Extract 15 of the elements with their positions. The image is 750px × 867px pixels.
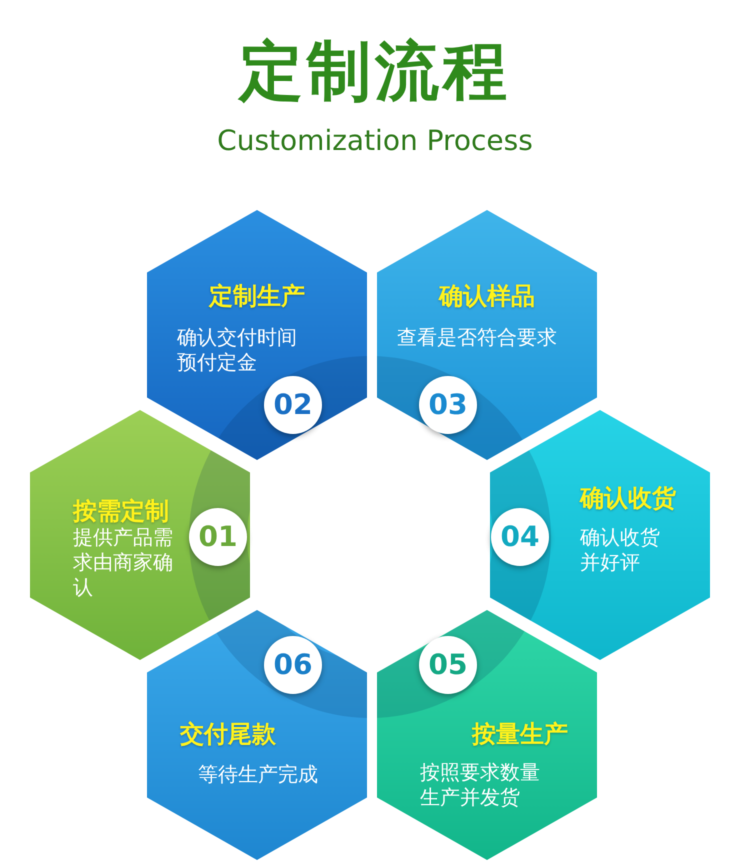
step-heading: 按需定制	[73, 496, 169, 527]
subtitle: Customization Process	[216, 124, 534, 157]
step-heading: 确认样品	[437, 281, 536, 312]
step-description: 提供产品需求由商家确认	[73, 525, 173, 600]
step-heading: 确认收货	[580, 483, 676, 514]
step-heading: 交付尾款	[179, 719, 277, 750]
step-description: 确认交付时间预付定金	[177, 325, 298, 375]
step-heading: 按量生产	[470, 719, 569, 750]
title: 定制流程	[236, 34, 512, 111]
step-hexagon	[147, 610, 367, 860]
step-description: 确认收货并好评	[580, 525, 661, 575]
step-description: 查看是否符合要求	[397, 325, 558, 350]
step-heading: 定制生产	[208, 281, 306, 312]
step-description: 等待生产完成	[197, 762, 319, 787]
step-description: 按照要求数量生产并发货	[420, 760, 541, 810]
